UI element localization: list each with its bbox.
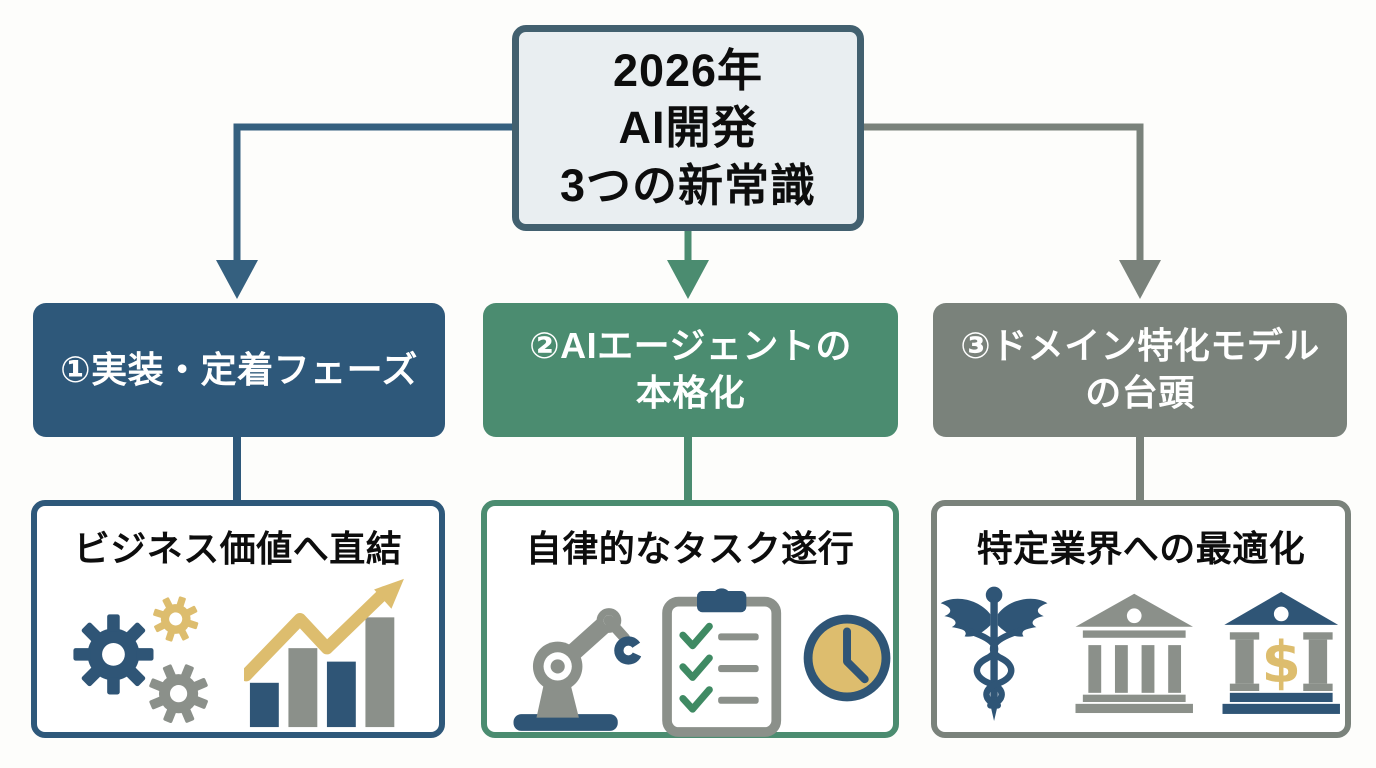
card-title: 自律的なタスク遂行 — [525, 528, 855, 569]
branch-header-label: ③ドメイン特化モデル — [960, 325, 1320, 367]
card-autonomous-tasks: 自律的なタスク遂行 — [481, 500, 899, 738]
caduceus-icon — [940, 586, 1048, 722]
title-box: 2026年 AI開発 3つの新常識 — [512, 25, 864, 231]
card-icon-row: $ — [937, 572, 1345, 732]
branch-header-implementation: ①実装・定着フェーズ — [33, 303, 445, 437]
title-line-3: 3つの新常識 — [559, 159, 817, 211]
government-building-icon — [1075, 593, 1194, 714]
connector-left — [233, 123, 512, 262]
branch-header-label: 本格化 — [635, 372, 746, 413]
gears-icon — [73, 590, 218, 731]
title-line-1: 2026年 — [612, 44, 764, 96]
dollar-sign: $ — [1261, 630, 1301, 696]
title-line-2: AI開発 — [618, 102, 758, 154]
card-icon-row — [487, 572, 893, 744]
connector-right-arrowhead — [1119, 260, 1161, 299]
bank-icon: $ — [1222, 591, 1340, 714]
growth-chart-icon — [244, 578, 404, 728]
branch-header-domain-model: ③ドメイン特化モデル の台頭 — [933, 303, 1347, 437]
card-title: ビジネス価値へ直結 — [73, 528, 403, 569]
branch-header-label: の台頭 — [1085, 372, 1195, 413]
card-icon-row — [37, 572, 439, 732]
card-industry-optimization: 特定業界への最適化 — [931, 500, 1351, 738]
connector-right — [864, 123, 1144, 262]
branch-header-label: ①実装・定着フェーズ — [60, 348, 418, 390]
checklist-icon — [661, 588, 781, 737]
branch-header-label: ②AIエージェントの — [529, 325, 852, 367]
card-business-value: ビジネス価値へ直結 — [31, 500, 445, 738]
robot-arm-icon — [513, 608, 642, 731]
card-title: 特定業界への最適化 — [976, 528, 1306, 569]
connector-left-arrowhead — [216, 260, 258, 299]
connector-center-arrowhead — [667, 260, 709, 299]
branch-header-ai-agent: ②AIエージェントの 本格化 — [483, 303, 898, 437]
clock-icon — [803, 614, 891, 702]
